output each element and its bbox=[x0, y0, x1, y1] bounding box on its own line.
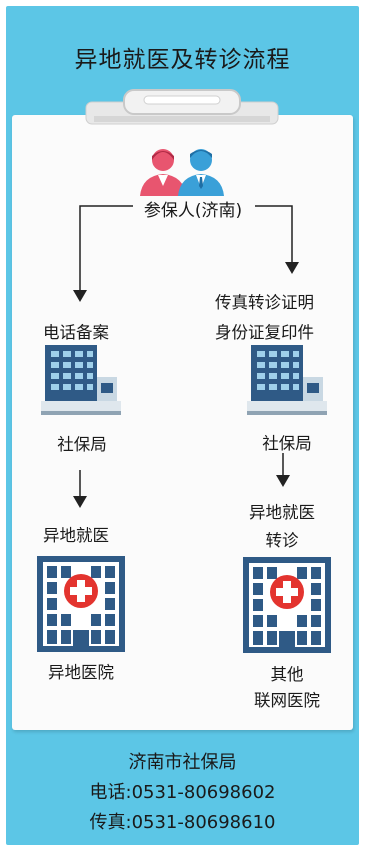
left-remote-care-label: 异地就医 bbox=[43, 526, 109, 545]
insured-person-label: 参保人(济南) bbox=[143, 201, 243, 221]
right-hospital-icon bbox=[243, 557, 331, 653]
footer-phone: 电话:0531-80698602 bbox=[89, 782, 276, 803]
phone-filing-label: 电话备案 bbox=[43, 323, 109, 342]
id-copy-label: 身份证复印件 bbox=[215, 323, 314, 342]
right-office-label: 社保局 bbox=[262, 434, 312, 453]
left-hospital-icon bbox=[37, 556, 125, 652]
fax-referral-label: 传真转诊证明 bbox=[215, 293, 314, 312]
footer-fax: 传真:0531-80698610 bbox=[89, 812, 276, 833]
remote-referral-label-1: 异地就医 bbox=[249, 503, 315, 522]
right-hospital-label-1: 其他 bbox=[270, 665, 304, 684]
social-security-office-icon bbox=[247, 345, 327, 415]
footer-org: 济南市社保局 bbox=[128, 752, 237, 773]
left-hospital-label: 异地医院 bbox=[48, 663, 114, 682]
page-title: 异地就医及转诊流程 bbox=[74, 47, 291, 73]
remote-referral-label-2: 转诊 bbox=[265, 531, 299, 550]
right-hospital-label-2: 联网医院 bbox=[254, 691, 320, 710]
insured-people-icon bbox=[140, 149, 224, 196]
social-security-office-icon bbox=[41, 345, 121, 415]
clipboard-clip-icon bbox=[85, 89, 279, 125]
left-office-label: 社保局 bbox=[57, 435, 107, 454]
